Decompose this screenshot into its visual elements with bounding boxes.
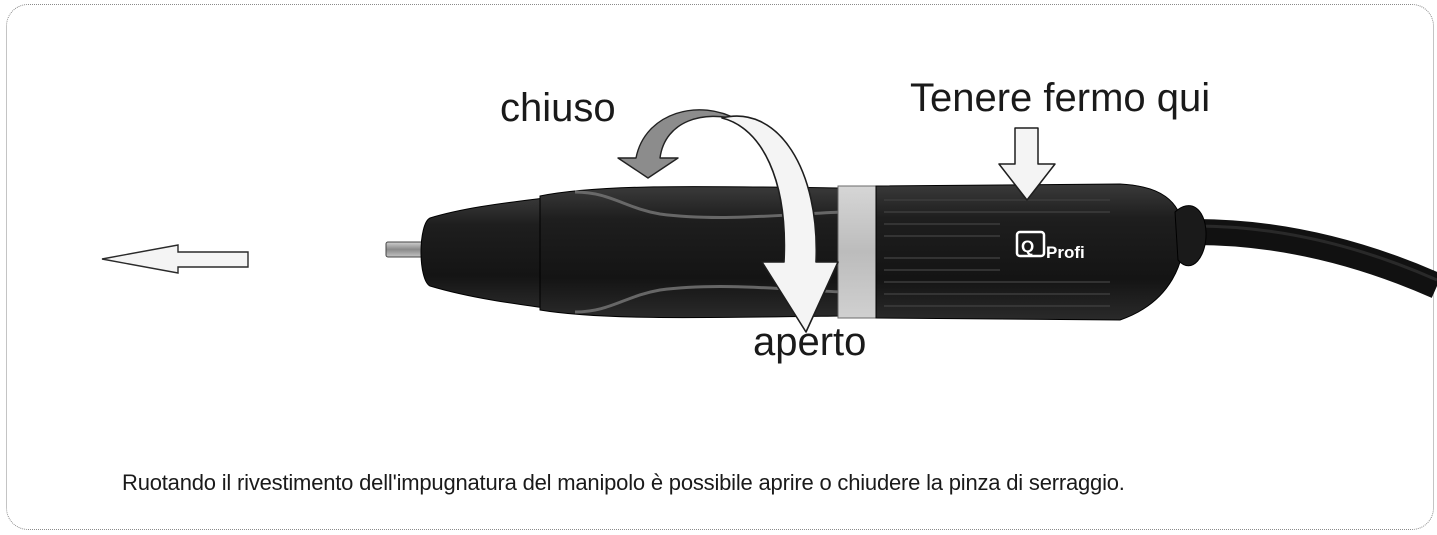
arrow-down-icon — [998, 127, 1056, 201]
qprofi-logo: Q Profi — [1015, 230, 1085, 262]
arrow-left-icon — [101, 244, 249, 274]
caption-text: Ruotando il rivestimento dell'impugnatur… — [122, 470, 1125, 495]
handpiece-nose — [420, 195, 561, 311]
grip-ring — [837, 185, 879, 319]
label-open: aperto — [753, 320, 867, 364]
label-hold-here: Tenere fermo qui — [910, 76, 1211, 120]
cable-strain-relief — [1174, 205, 1207, 267]
logo-text: Profi — [1046, 243, 1085, 262]
label-closed: chiuso — [500, 86, 616, 130]
curved-arrow-left-icon — [617, 109, 739, 179]
cable — [1194, 219, 1437, 298]
logo-letter: Q — [1021, 237, 1034, 256]
curved-arrow-down-icon — [721, 115, 839, 333]
diagram-frame — [6, 4, 1434, 530]
